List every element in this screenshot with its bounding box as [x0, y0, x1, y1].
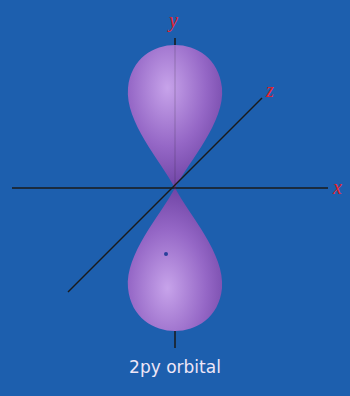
- y-axis-hint: [175, 40, 176, 188]
- axis-label: x: [333, 177, 342, 197]
- caption: 2py orbital: [0, 356, 350, 378]
- axis-label: z: [266, 80, 274, 100]
- lower-lobe: [128, 188, 222, 331]
- z-axis: [68, 98, 262, 292]
- axis-label: y: [169, 10, 178, 30]
- x-axis: [12, 187, 328, 189]
- lobe-dot: [164, 252, 168, 256]
